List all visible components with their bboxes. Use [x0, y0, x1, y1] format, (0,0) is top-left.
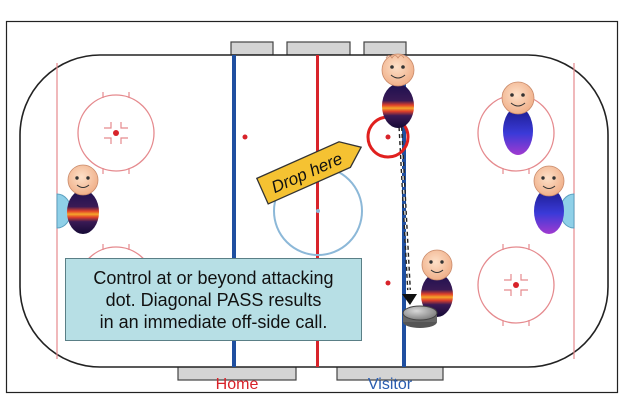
neutral-dot-right-top	[385, 134, 391, 140]
smiley-player-icon	[533, 165, 565, 197]
info-line-3: in an immediate off-side call.	[99, 311, 328, 332]
bench-box-top-1	[230, 41, 274, 56]
player-goalie-right	[533, 165, 565, 234]
visitor-bench-label: Visitor	[368, 376, 413, 393]
faceoff-circle-left-top	[77, 92, 155, 174]
puck-icon	[402, 305, 438, 328]
bench-box-top-2	[286, 41, 351, 56]
smiley-player-icon	[421, 249, 453, 281]
pass-arrowhead-icon	[402, 294, 417, 305]
pass-trajectory-highlight	[399, 119, 410, 291]
smiley-player-icon	[381, 53, 415, 87]
smiley-player-icon	[67, 164, 99, 196]
neutral-dot-right-bottom	[385, 280, 391, 286]
player-defender-left	[67, 164, 99, 234]
info-line-1: Control at or beyond attacking	[93, 267, 334, 288]
neutral-dot-left-top	[242, 134, 248, 140]
player-attacker-bottom	[421, 249, 453, 317]
player-defender-right-top	[501, 81, 535, 155]
home-bench-label: Home	[216, 376, 259, 393]
faceoff-circle-right-bottom	[477, 244, 555, 326]
info-line-2: dot. Diagonal PASS results	[105, 289, 322, 310]
blue-line-home	[232, 55, 236, 367]
smiley-player-icon	[501, 81, 535, 115]
offside-rule-note: Control at or beyond attacking dot. Diag…	[65, 258, 362, 341]
bench-box-top-3	[363, 41, 407, 56]
player-attacker-top	[381, 53, 415, 128]
center-dot	[316, 209, 320, 213]
